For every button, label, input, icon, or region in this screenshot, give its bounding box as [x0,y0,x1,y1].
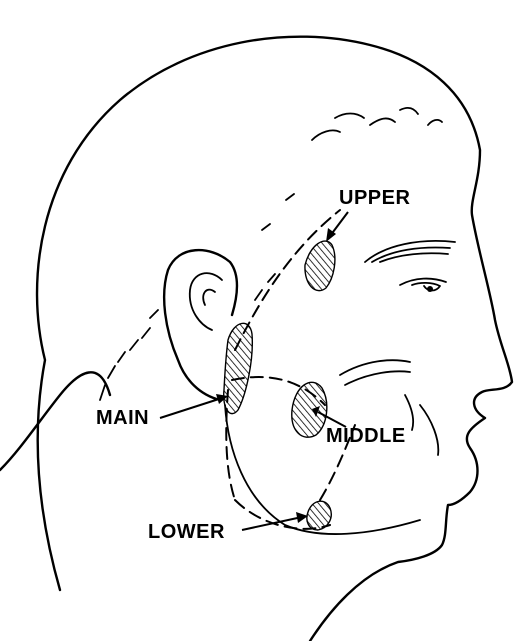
label-lower: LOWER [148,521,225,544]
head-outline [37,37,512,641]
eye [400,279,446,291]
arrow-upper [326,212,348,242]
site-upper-hatch [305,241,335,291]
label-main: MAIN [96,407,149,430]
label-upper: UPPER [339,187,410,210]
ear-inner [190,273,222,330]
eye-pupil [427,286,433,292]
eyebrow [365,241,455,262]
temple-hair-strokes [312,108,442,140]
arrow-main [160,394,228,418]
site-middle-hatch [292,382,327,437]
arrow-lower [242,512,308,530]
neck-back-line [0,372,110,470]
site-main-hatch [224,323,253,413]
label-middle: MIDDLE [326,425,406,448]
